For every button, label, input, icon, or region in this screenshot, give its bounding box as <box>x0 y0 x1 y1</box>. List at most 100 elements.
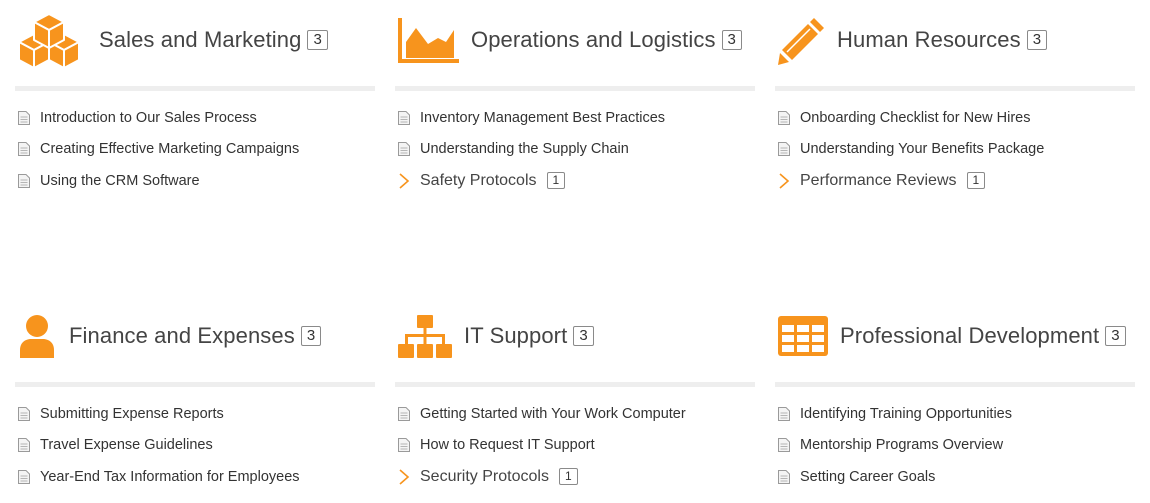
category-title[interactable]: Sales and Marketing <box>99 27 302 52</box>
subcategory-link-safety-protocols[interactable]: Safety Protocols 1 <box>398 165 665 197</box>
document-icon <box>18 438 30 453</box>
category-title-wrap: IT Support 3 <box>464 323 594 349</box>
article-link[interactable]: Understanding the Supply Chain <box>398 134 665 166</box>
category-title-wrap: Finance and Expenses 3 <box>69 323 322 349</box>
subcategory-link-performance-reviews[interactable]: Performance Reviews 1 <box>778 165 1044 197</box>
category-human-resources: Human Resources 3 Onboarding Checklist f… <box>775 0 1135 190</box>
chevron-right-icon <box>778 172 790 190</box>
article-count-badge: 3 <box>721 30 742 50</box>
category-header: Sales and Marketing 3 <box>15 0 375 74</box>
document-icon <box>778 406 790 421</box>
divider <box>775 86 1135 91</box>
article-list: Introduction to Our Sales Process Creati… <box>18 102 299 197</box>
sitemap-icon[interactable] <box>398 314 452 360</box>
divider <box>775 382 1135 387</box>
cubes-icon[interactable] <box>17 12 83 70</box>
document-icon <box>778 438 790 453</box>
subcategory-label: Safety Protocols <box>420 171 537 189</box>
chevron-right-icon <box>398 172 410 190</box>
pencil-icon[interactable] <box>778 16 826 66</box>
document-icon <box>778 469 790 484</box>
document-icon <box>778 142 790 157</box>
document-icon <box>18 173 30 188</box>
category-title-wrap: Operations and Logistics 3 <box>471 27 742 53</box>
subcategory-label: Security Protocols <box>420 467 549 485</box>
article-title: Submitting Expense Reports <box>40 405 224 422</box>
article-link[interactable]: Mentorship Programs Overview <box>778 430 1012 462</box>
article-link[interactable]: Submitting Expense Reports <box>18 398 300 430</box>
article-link[interactable]: Setting Career Goals <box>778 461 1012 493</box>
document-icon <box>778 110 790 125</box>
subcategory-label: Performance Reviews <box>800 171 957 189</box>
article-link[interactable]: Onboarding Checklist for New Hires <box>778 102 1044 134</box>
article-title: Understanding the Supply Chain <box>420 141 629 158</box>
document-icon <box>18 406 30 421</box>
article-list: Onboarding Checklist for New Hires Under… <box>778 102 1044 197</box>
divider <box>15 382 375 387</box>
document-icon <box>18 469 30 484</box>
category-title[interactable]: Human Resources <box>837 27 1021 52</box>
category-title-wrap: Professional Development 3 <box>840 323 1126 349</box>
article-list: Getting Started with Your Work Computer … <box>398 398 686 493</box>
document-icon <box>398 142 410 157</box>
subcategory-link-security-protocols[interactable]: Security Protocols 1 <box>398 461 686 493</box>
category-title-wrap: Human Resources 3 <box>837 27 1048 53</box>
category-it-support: IT Support 3 Getting Started with Your W… <box>395 296 755 486</box>
category-header: Human Resources 3 <box>775 0 1135 74</box>
table-grid-icon[interactable] <box>778 316 828 356</box>
user-icon[interactable] <box>18 314 56 360</box>
category-operations-and-logistics: Operations and Logistics 3 Inventory Man… <box>395 0 755 190</box>
article-title: Inventory Management Best Practices <box>420 109 666 126</box>
article-link[interactable]: Travel Expense Guidelines <box>18 430 300 462</box>
article-link[interactable]: Introduction to Our Sales Process <box>18 102 299 134</box>
subcategory-count-badge: 1 <box>546 172 566 190</box>
article-title: Identifying Training Opportunities <box>800 405 1012 422</box>
subcategory-count-badge: 1 <box>966 172 986 190</box>
document-icon <box>398 406 410 421</box>
category-title[interactable]: IT Support <box>464 323 568 348</box>
document-icon <box>18 110 30 125</box>
document-icon <box>398 110 410 125</box>
article-list: Identifying Training Opportunities Mento… <box>778 398 1012 493</box>
article-link[interactable]: Understanding Your Benefits Package <box>778 134 1044 166</box>
category-professional-development: Professional Development 3 Identifying T… <box>775 296 1135 485</box>
document-icon <box>18 142 30 157</box>
article-title: Setting Career Goals <box>800 468 936 485</box>
category-header: Professional Development 3 <box>775 296 1135 370</box>
article-title: Onboarding Checklist for New Hires <box>800 109 1031 126</box>
category-header: Finance and Expenses 3 <box>15 296 375 370</box>
subcategory-count-badge: 1 <box>558 468 578 486</box>
chevron-right-icon <box>398 468 410 486</box>
article-title: Understanding Your Benefits Package <box>800 141 1045 158</box>
article-title: Year-End Tax Information for Employees <box>40 468 300 485</box>
article-link[interactable]: Year-End Tax Information for Employees <box>18 461 300 493</box>
article-title: Travel Expense Guidelines <box>40 437 213 454</box>
article-count-badge: 3 <box>573 326 594 346</box>
category-title-wrap: Sales and Marketing 3 <box>99 27 328 53</box>
category-header: Operations and Logistics 3 <box>395 0 755 74</box>
article-count-badge: 3 <box>1026 30 1048 50</box>
category-header: IT Support 3 <box>395 296 755 370</box>
category-finance-and-expenses: Finance and Expenses 3 Submitting Expens… <box>15 296 375 485</box>
category-sales-and-marketing: Sales and Marketing 3 Introduction to Ou… <box>15 0 375 189</box>
article-link[interactable]: How to Request IT Support <box>398 430 686 462</box>
article-title: Mentorship Programs Overview <box>800 437 1004 454</box>
divider <box>395 382 755 387</box>
category-title[interactable]: Finance and Expenses <box>69 323 295 348</box>
article-title: Using the CRM Software <box>40 172 200 189</box>
article-link[interactable]: Creating Effective Marketing Campaigns <box>18 134 299 166</box>
article-link[interactable]: Using the CRM Software <box>18 165 299 197</box>
category-title[interactable]: Professional Development <box>840 323 1100 348</box>
article-title: How to Request IT Support <box>420 437 595 454</box>
category-title[interactable]: Operations and Logistics <box>471 27 716 52</box>
document-icon <box>398 438 410 453</box>
article-title: Getting Started with Your Work Computer <box>420 405 686 422</box>
divider <box>15 86 375 91</box>
article-count-badge: 3 <box>300 326 322 346</box>
area-chart-icon[interactable] <box>398 16 460 64</box>
article-link[interactable]: Identifying Training Opportunities <box>778 398 1012 430</box>
article-link[interactable]: Getting Started with Your Work Computer <box>398 398 686 430</box>
article-list: Inventory Management Best Practices Unde… <box>398 102 665 197</box>
article-count-badge: 3 <box>307 30 328 50</box>
article-link[interactable]: Inventory Management Best Practices <box>398 102 665 134</box>
